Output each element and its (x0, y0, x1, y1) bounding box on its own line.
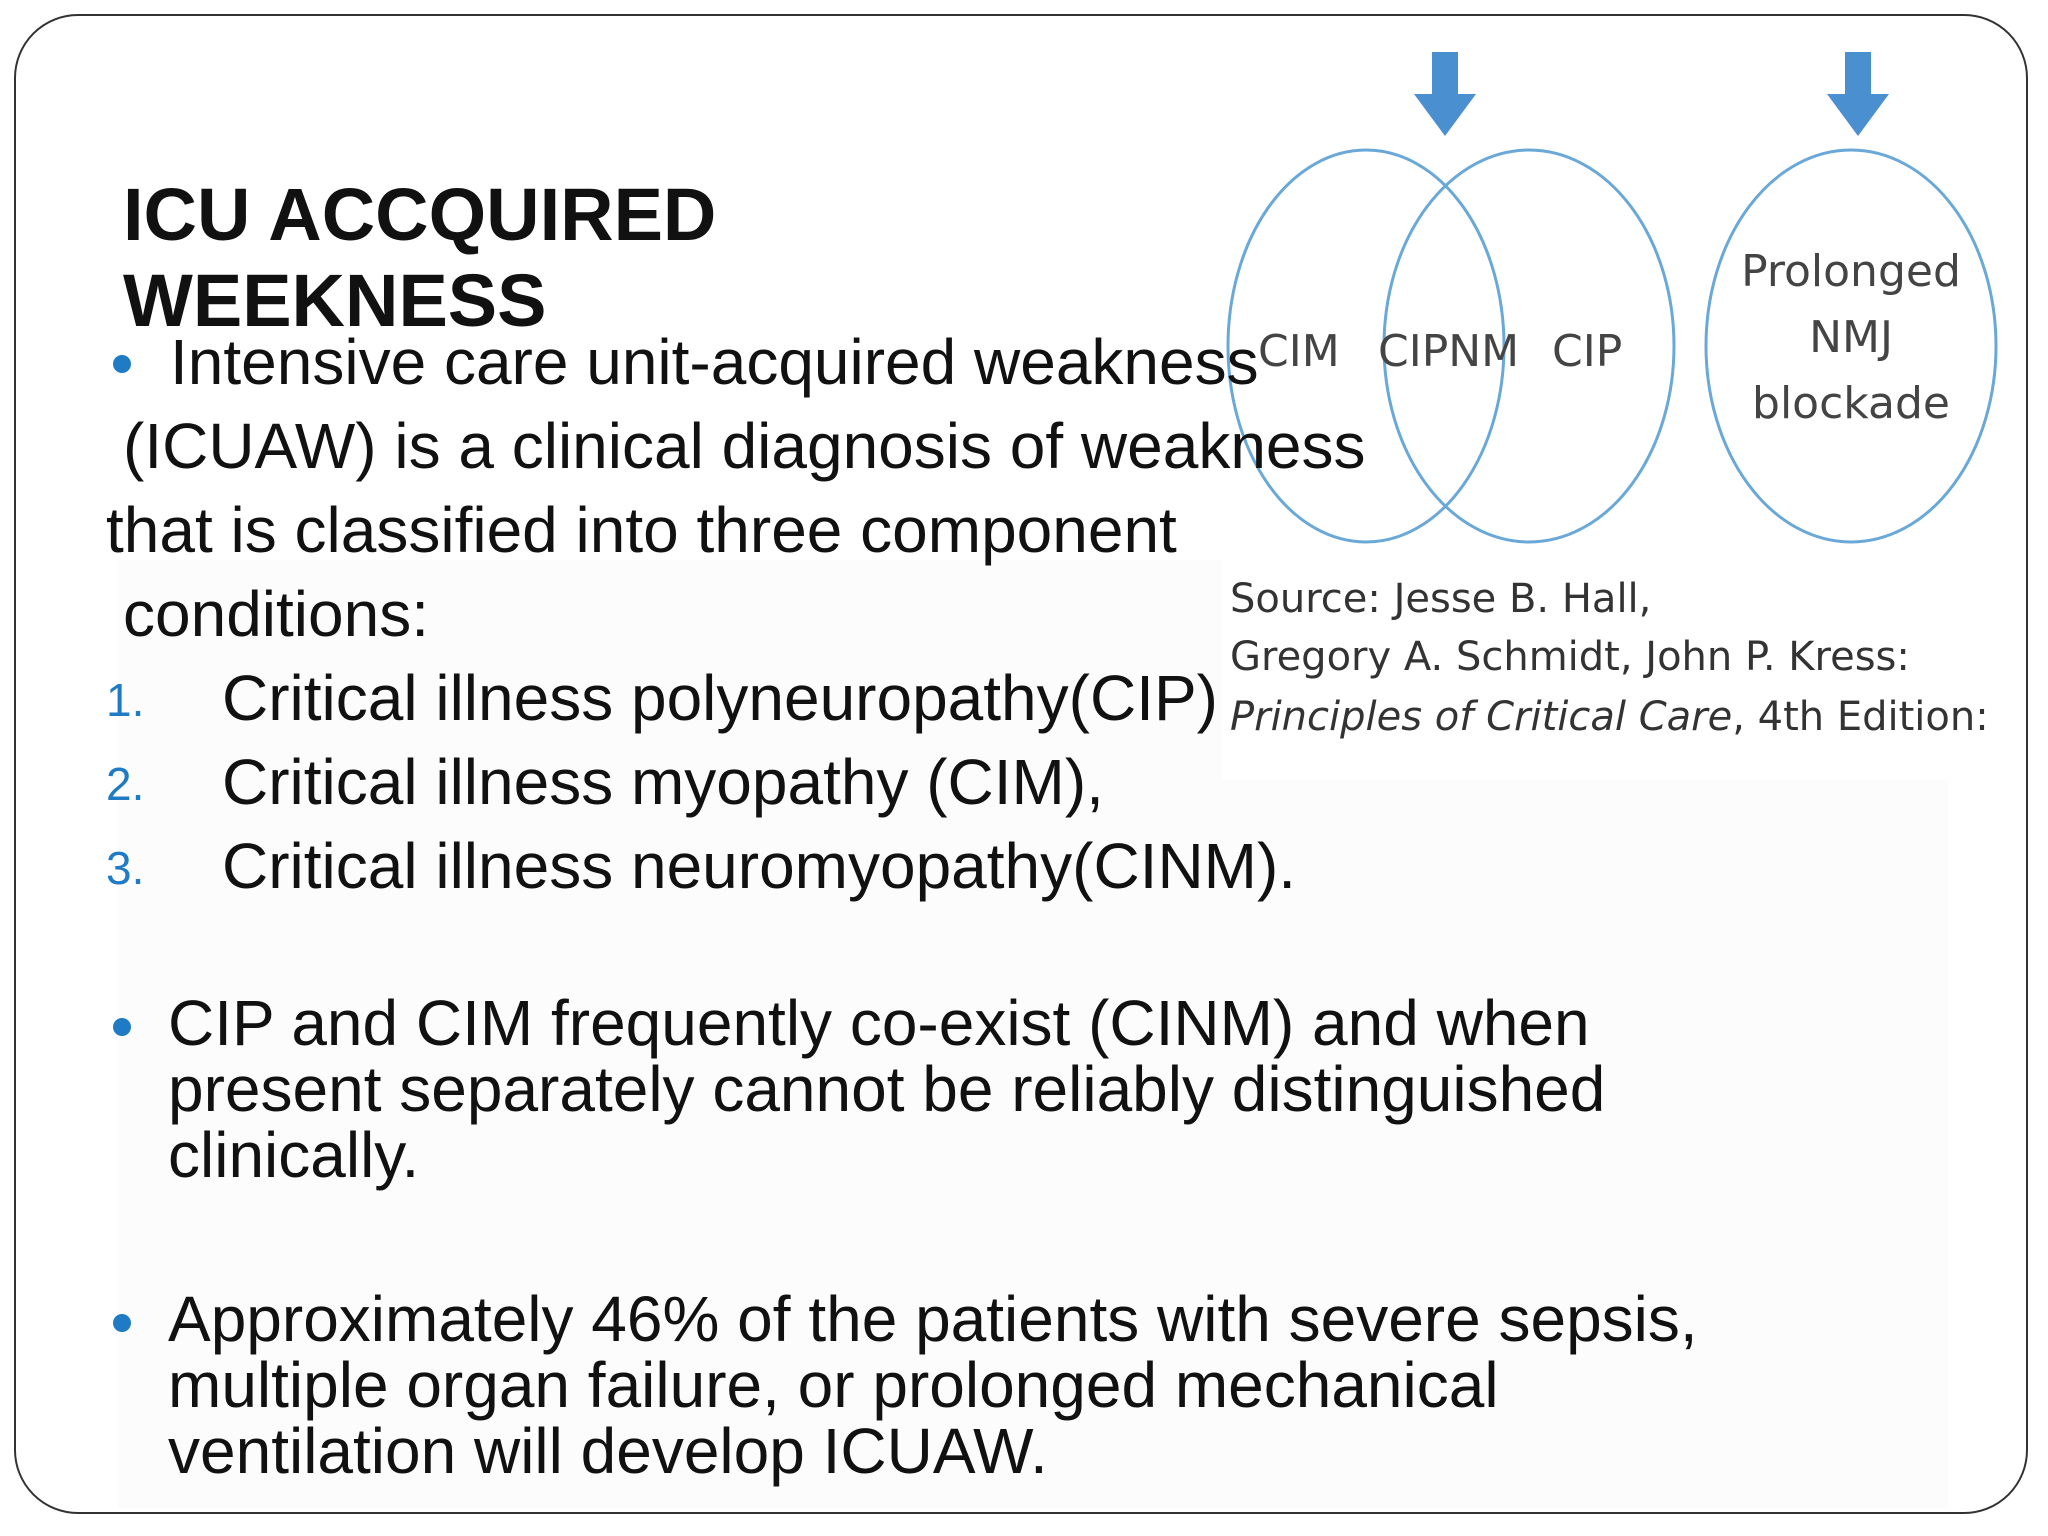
list-number: 1. (106, 674, 145, 726)
intro-line-2: (ICUAW) is a clinical diagnosis of weakn… (123, 410, 1366, 482)
list-item: Critical illness myopathy (CIM), (222, 746, 1104, 818)
venn-label-blockade: blockade (1752, 378, 1950, 429)
down-arrow-icon (1414, 52, 1476, 136)
bullet-icon (113, 1314, 131, 1332)
list-item: Critical illness polyneuropathy(CIP) (222, 662, 1218, 734)
bullet-icon (113, 355, 131, 373)
venn-label-cipnm: CIPNM (1378, 326, 1519, 377)
down-arrow-icon (1827, 52, 1889, 136)
venn-label-cim: CIM (1258, 326, 1340, 377)
source-box (1222, 560, 1972, 780)
intro-line-4: conditions: (123, 578, 429, 650)
coexist-line-2: present separately cannot be reliably di… (168, 1053, 1606, 1125)
coexist-line-1: CIP and CIM frequently co-exist (CINM) a… (168, 987, 1590, 1059)
intro-line-3: that is classified into three component (106, 494, 1177, 566)
cip-circle (1382, 148, 1676, 544)
source-edition: , 4th Edition: (1732, 694, 1989, 740)
list-number: 2. (106, 758, 145, 810)
source-book-title: Principles of Critical Care (1230, 694, 1733, 740)
slide-title: ICU ACCQUIRED WEEKNESS (123, 173, 717, 342)
venn-diagram: CIM CIPNM CIP Prolonged NMJ blockade (1226, 52, 1998, 544)
coexist-line-3: clinically. (168, 1119, 420, 1191)
bullet-icon (113, 1018, 131, 1036)
nmj-circle (1704, 148, 1998, 544)
incidence-line-3: ventilation will develop ICUAW. (168, 1415, 1048, 1487)
venn-label-nmj: NMJ (1809, 312, 1893, 363)
list-number: 3. (106, 842, 145, 894)
source-line-1: Source: Jesse B. Hall, (1230, 576, 1652, 622)
intro-line-1: Intensive care unit-acquired weakness (170, 326, 1259, 398)
incidence-line-1: Approximately 46% of the patients with s… (168, 1283, 1698, 1355)
cim-circle (1226, 148, 1506, 544)
venn-label-prolonged: Prolonged (1741, 246, 1961, 297)
source-line-2: Gregory A. Schmidt, John P. Kress: (1230, 634, 1910, 680)
list-item: Critical illness neuromyopathy(CINM). (222, 830, 1297, 902)
venn-label-cip: CIP (1552, 326, 1622, 377)
source-line-3: Principles of Critical Care, 4th Edition… (1230, 694, 1989, 740)
incidence-line-2: multiple organ failure, or prolonged mec… (168, 1349, 1499, 1421)
